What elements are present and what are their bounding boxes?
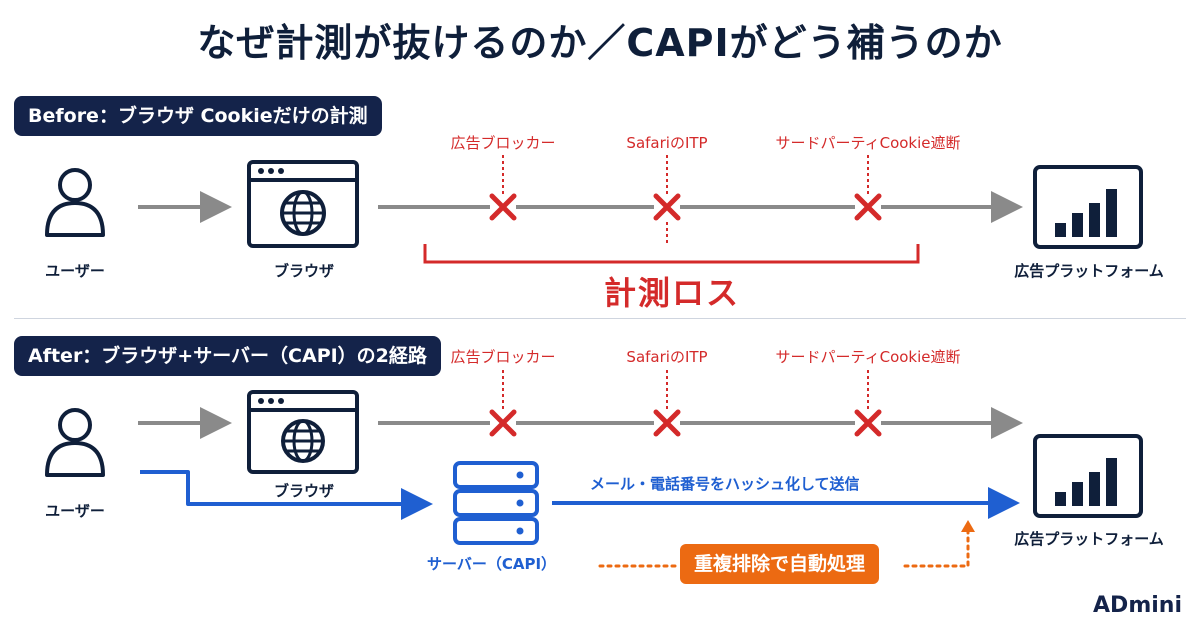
- browser-window-icon: [247, 160, 359, 248]
- before-blocker-cookie: サードパーティCookie遮断: [775, 134, 961, 152]
- after-badge: After：ブラウザ+サーバー（CAPI）の2経路: [14, 336, 441, 376]
- browser-window-icon: [247, 390, 359, 474]
- bar-chart-icon: [1033, 165, 1143, 249]
- dedupe-connector: [598, 528, 970, 568]
- bar-chart-icon: [1033, 434, 1143, 518]
- server-capi-label: サーバー（CAPI）: [427, 555, 557, 573]
- brand-logo: ADmini: [1093, 593, 1182, 618]
- globe-icon: [280, 190, 326, 236]
- block-x-icon: [489, 409, 517, 437]
- after-browser-label: ブラウザ: [273, 482, 335, 500]
- before-user-label: ユーザー: [45, 262, 105, 280]
- server-flow-label: メール・電話番号をハッシュ化して送信: [590, 475, 860, 493]
- before-blocker-adblock: 広告ブロッカー: [450, 134, 556, 152]
- globe-icon: [281, 419, 325, 463]
- loss-bracket: [423, 244, 920, 264]
- after-blocker-adblock: 広告ブロッカー: [450, 348, 556, 366]
- dedupe-badge: 重複排除で自動処理: [680, 544, 880, 584]
- block-x-icon: [653, 193, 681, 221]
- after-blocker-marks: [489, 370, 882, 437]
- before-platform-label: 広告プラットフォーム: [1014, 262, 1164, 280]
- section-divider: [14, 318, 1186, 319]
- user-icon: [45, 408, 105, 477]
- page-title: なぜ計測が抜けるのか／CAPIがどう補うのか: [197, 21, 1003, 65]
- block-x-icon: [854, 193, 882, 221]
- server-icon: [453, 461, 539, 545]
- user-icon: [45, 168, 105, 237]
- before-blocker-marks: [489, 155, 882, 244]
- block-x-icon: [854, 409, 882, 437]
- after-blocker-itp: SafariのITP: [626, 348, 708, 366]
- measurement-loss-label: 計測ロス: [603, 274, 741, 312]
- after-blocker-cookie: サードパーティCookie遮断: [775, 348, 961, 366]
- after-arrow-user-server: [140, 470, 433, 520]
- dedupe-arrowhead: [961, 520, 975, 532]
- after-platform-label: 広告プラットフォーム: [1014, 530, 1164, 548]
- before-blocker-itp: SafariのITP: [626, 134, 708, 152]
- before-badge: Before：ブラウザ Cookieだけの計測: [14, 96, 382, 136]
- block-x-icon: [489, 193, 517, 221]
- after-user-label: ユーザー: [45, 502, 105, 520]
- before-browser-label: ブラウザ: [273, 262, 335, 280]
- block-x-icon: [653, 409, 681, 437]
